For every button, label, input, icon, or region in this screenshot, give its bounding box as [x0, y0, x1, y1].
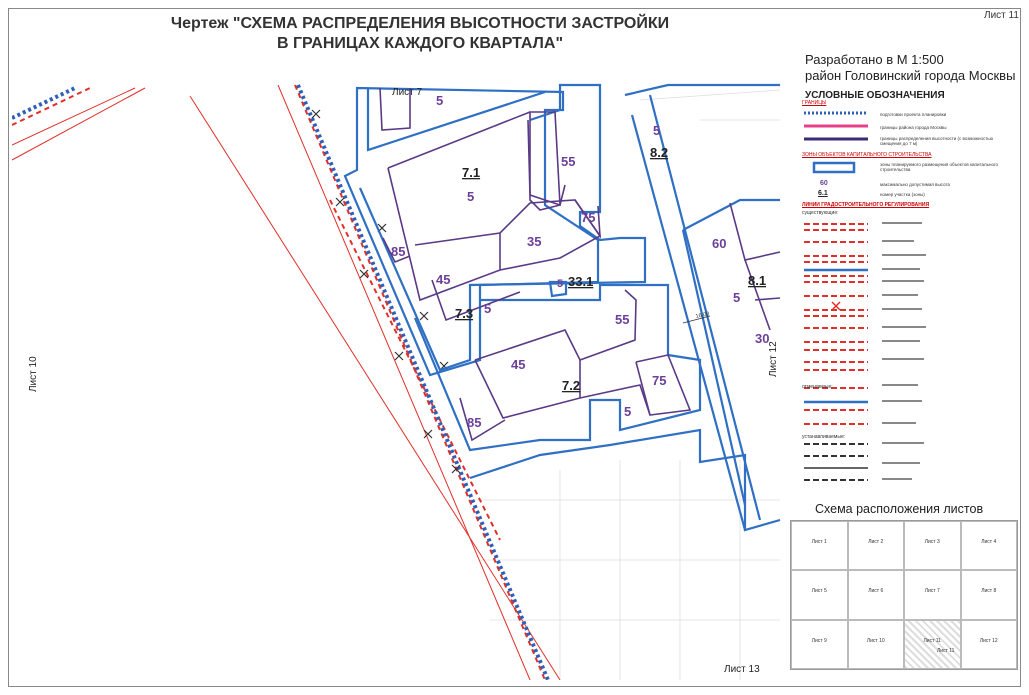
- legend-height-sample: 60: [820, 180, 828, 187]
- legend-b1: подготовки проекта планировки: [880, 112, 947, 117]
- drawing-frame: [8, 8, 1021, 687]
- plot-8-2: 8.2: [650, 145, 668, 160]
- sheet-label-bottom: Лист 13: [724, 664, 760, 675]
- plot-numbers: 7.1 7.3 7.2 8.2 8.1 33.1: [455, 145, 766, 393]
- sheet-cell: Лист 5: [791, 570, 848, 620]
- sheet-cell: Лист 1: [791, 521, 848, 571]
- height-55-b: 55: [615, 312, 629, 327]
- sheet-label-right: Лист 12: [768, 341, 779, 377]
- height-60: 60: [712, 236, 726, 251]
- legend-established-head: устанавливаемые:: [802, 434, 846, 440]
- sheet-cell: Лист 8: [960, 570, 1017, 620]
- sheet-cell: Лист 10: [847, 619, 904, 669]
- sheet-label-left: Лист 10: [28, 356, 39, 392]
- plot-7-2: 7.2: [562, 378, 580, 393]
- district-boundary: [296, 84, 550, 680]
- background-linework: [470, 89, 781, 680]
- scale-label: Разработано в М 1:500: [805, 52, 944, 67]
- plot-7-1: 7.1: [462, 165, 480, 180]
- height-85-b: 85: [467, 415, 481, 430]
- drawing-title: Чертеж "СХЕМА РАСПРЕДЕЛЕНИЯ ВЫСОТНОСТИ З…: [140, 14, 700, 54]
- map-canvas: 16,00 Лист 7 Лист 10 Лист 12 Лист 13 7.1…: [12, 83, 781, 680]
- legend-plot-sample: 6.1: [818, 190, 828, 197]
- plot-33-1: 33.1: [568, 274, 593, 289]
- sheet-cell: Лист 3: [904, 521, 961, 571]
- sheet-cell: Лист 12: [960, 619, 1017, 669]
- height-45-a: 45: [436, 272, 450, 287]
- height-7-3: 5: [484, 301, 491, 316]
- plot-8-1: 8.1: [748, 273, 766, 288]
- sheet-cell: Лист 6: [847, 570, 904, 620]
- legend-boundary-symbols: [804, 111, 868, 141]
- zone-outlines: [343, 83, 781, 532]
- height-7-1: 5: [467, 189, 474, 204]
- height-top: 5: [436, 93, 443, 108]
- legend-b2: границы района города Москвы: [880, 125, 947, 130]
- legend: ГРАНИЦЫ подготовки проекта планировки гр…: [796, 98, 1016, 498]
- legend-z2: максимально допустимая высота: [880, 182, 950, 187]
- legend-boundaries-head: ГРАНИЦЫ: [802, 100, 827, 106]
- height-values: 5 5 55 5 75 35 85 45 60 5 5 5 55 30 45 7…: [391, 93, 769, 430]
- legend-zone-symbol: [812, 161, 856, 174]
- height-45-b: 45: [511, 357, 525, 372]
- sheet-cell: Лист 7: [904, 570, 961, 620]
- plot-7-3: 7.3: [455, 306, 473, 321]
- legend-existing-head: существующие:: [802, 210, 839, 216]
- legend-zones-head: ЗОНЫ ОБЪЕКТОВ КАПИТАЛЬНОГО СТРОИТЕЛЬСТВА: [802, 152, 932, 158]
- dimension-line: [682, 315, 711, 324]
- height-55-a: 55: [561, 154, 575, 169]
- legend-title: УСЛОВНЫЕ ОБОЗНАЧЕНИЯ: [805, 90, 945, 101]
- title-line-2: В ГРАНИЦАХ КАЖДОГО КВАРТАЛА": [276, 35, 564, 52]
- sheet-cell-active: Лист 11: [904, 619, 961, 669]
- height-boundaries: [379, 87, 781, 442]
- height-8-1: 5: [733, 290, 740, 305]
- legend-z1: зоны планируемого размещения объектов ка…: [880, 162, 999, 172]
- sheet-cell: Лист 9: [791, 619, 848, 669]
- sheet-label-top: Лист 7: [392, 87, 423, 98]
- legend-line-symbols: [804, 222, 926, 481]
- height-7-2: 5: [624, 404, 631, 419]
- dimension-label: 16,00: [695, 311, 710, 320]
- legend-lines-head: ЛИНИИ ГРАДОСТРОИТЕЛЬНОГО РЕГУЛИРОВАНИЯ: [802, 202, 930, 208]
- active-sheet-label: Лист 11: [937, 648, 955, 654]
- height-75-a: 75: [581, 210, 595, 225]
- height-8-2: 5: [653, 123, 660, 138]
- height-33-1: 5: [557, 278, 563, 290]
- title-line-1: Чертеж "СХЕМА РАСПРЕДЕЛЕНИЯ ВЫСОТНОСТИ З…: [170, 15, 670, 32]
- height-35: 35: [527, 234, 541, 249]
- district-boundary-top: [12, 86, 76, 120]
- drawing-info: Разработано в М 1:500 район Головинский …: [805, 52, 1015, 104]
- sheets-scheme-grid: Лист 1 Лист 2 Лист 3 Лист 4 Лист 5 Лист …: [790, 520, 1018, 670]
- legend-b3: границы распределения высотности (с возм…: [880, 136, 993, 146]
- legend-abolished-head: отменяемые:: [802, 384, 833, 390]
- height-85-a: 85: [391, 244, 405, 259]
- height-30: 30: [755, 331, 769, 346]
- sheet-number: Лист 11: [984, 10, 1019, 21]
- sheets-scheme-title: Схема расположения листов: [815, 502, 984, 516]
- sheet-cell: Лист 4: [960, 521, 1017, 571]
- district-label: район Головинский города Москвы: [805, 68, 1016, 83]
- red-dashed-lines: [12, 84, 546, 680]
- height-75-b: 75: [652, 373, 666, 388]
- red-boundary-lines: [12, 84, 561, 680]
- sheet-cell: Лист 2: [847, 521, 904, 571]
- legend-z3: номер участка (зоны): [880, 192, 925, 197]
